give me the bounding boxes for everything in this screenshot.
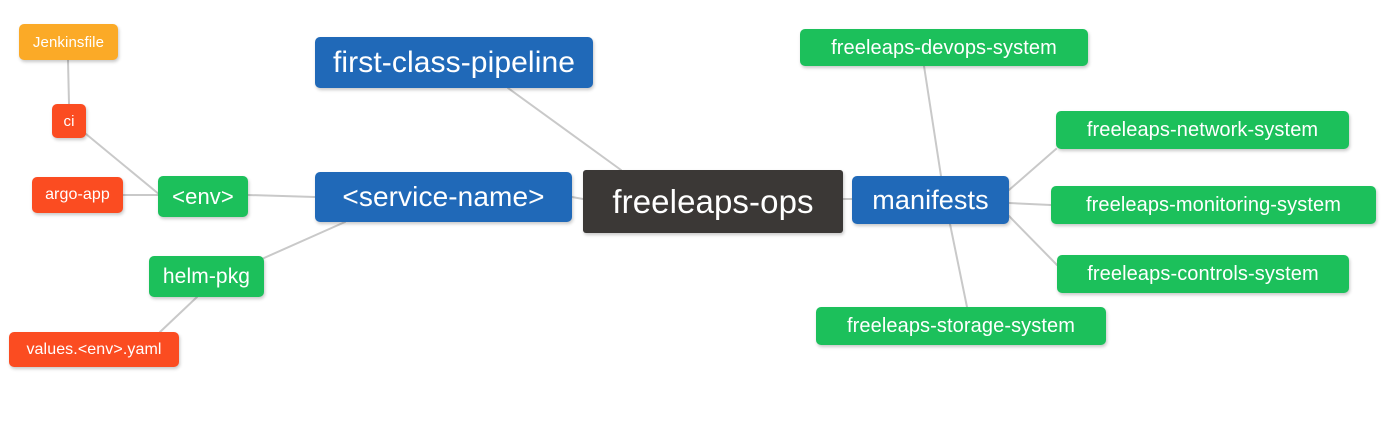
edge-first-class-pipeline-to-freeleaps-ops (507, 87, 622, 171)
edge-values-yaml-to-helm-pkg (159, 296, 198, 333)
edge-env-to-service-name (247, 194, 316, 198)
edge-manifests-to-freeleaps-network-system (1008, 148, 1057, 191)
node-label: values.<env>.yaml (26, 340, 162, 358)
node-label: <env> (172, 183, 234, 209)
node-env[interactable]: <env> (158, 176, 248, 217)
node-values-yaml[interactable]: values.<env>.yaml (9, 332, 179, 367)
node-freeleaps-devops-system[interactable]: freeleaps-devops-system (800, 29, 1088, 66)
edge-service-name-to-freeleaps-ops (571, 196, 584, 200)
node-manifests[interactable]: manifests (852, 176, 1009, 224)
node-freeleaps-network-system[interactable]: freeleaps-network-system (1056, 111, 1349, 149)
node-label: Jenkinsfile (32, 33, 105, 51)
node-label: freeleaps-controls-system (1087, 263, 1319, 285)
node-first-class-pipeline[interactable]: first-class-pipeline (315, 37, 593, 88)
node-label: first-class-pipeline (332, 45, 576, 79)
node-freeleaps-controls-system[interactable]: freeleaps-controls-system (1057, 255, 1349, 293)
node-freeleaps-monitoring-system[interactable]: freeleaps-monitoring-system (1051, 186, 1376, 224)
node-jenkinsfile[interactable]: Jenkinsfile (19, 24, 118, 60)
edge-manifests-to-freeleaps-monitoring-system (1008, 202, 1052, 206)
edge-jenkinsfile-to-ci (67, 59, 70, 105)
node-freeleaps-storage-system[interactable]: freeleaps-storage-system (816, 307, 1106, 345)
node-argo-app[interactable]: argo-app (32, 177, 123, 213)
node-label: <service-name> (342, 181, 545, 212)
edge-helm-pkg-to-service-name (263, 221, 346, 259)
edge-manifests-to-freeleaps-controls-system (1008, 215, 1058, 266)
node-label: freeleaps-monitoring-system (1085, 194, 1341, 216)
node-helm-pkg[interactable]: helm-pkg (149, 256, 264, 297)
node-label: helm-pkg (162, 265, 251, 288)
node-label: freeleaps-storage-system (846, 315, 1076, 337)
node-label: ci (63, 112, 75, 130)
node-ci[interactable]: ci (52, 104, 86, 138)
node-label: freeleaps-network-system (1086, 119, 1319, 141)
node-service-name[interactable]: <service-name> (315, 172, 572, 222)
node-label: freeleaps-devops-system (831, 36, 1057, 59)
node-label: argo-app (45, 186, 110, 203)
edge-manifests-to-freeleaps-storage-system (949, 223, 968, 308)
node-label: manifests (872, 184, 989, 215)
node-label: freeleaps-ops (612, 183, 814, 220)
node-freeleaps-ops[interactable]: freeleaps-ops (583, 170, 843, 233)
edge-manifests-to-freeleaps-devops-system (923, 65, 942, 177)
